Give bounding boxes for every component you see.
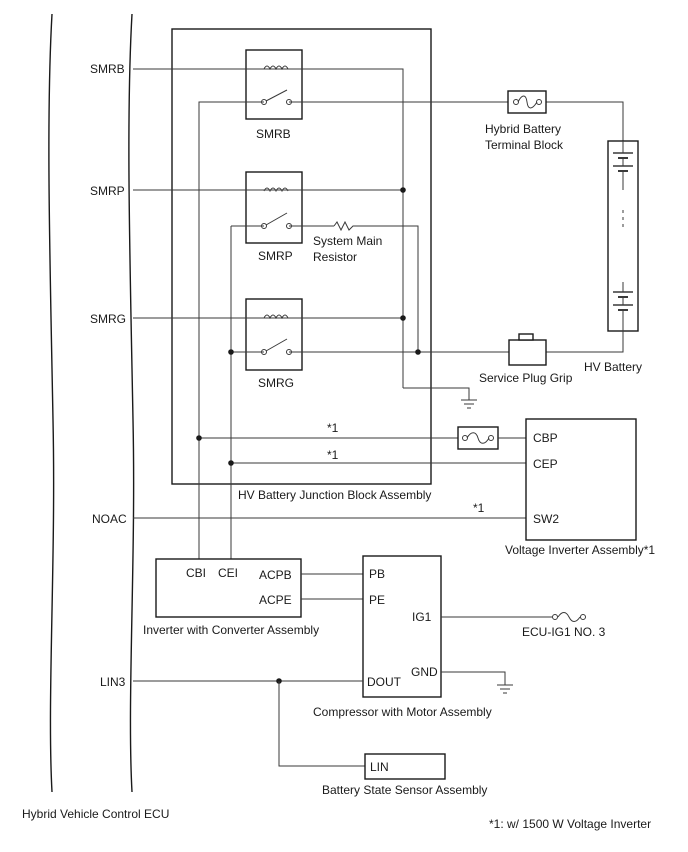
footnote: *1: w/ 1500 W Voltage Inverter — [489, 817, 651, 831]
junction-dot — [400, 187, 406, 193]
hybrid-battery-terminal-block: Hybrid Battery Terminal Block — [485, 90, 564, 152]
compressor-label: Compressor with Motor Assembly — [313, 705, 492, 719]
wire-battery-plus — [546, 101, 624, 141]
inverter-converter-assembly: CBI CEI ACPB ACPE Inverter with Converte… — [143, 558, 319, 637]
inverter-converter-label: Inverter with Converter Assembly — [143, 623, 319, 637]
voltage-inverter-label: Voltage Inverter Assembly*1 — [505, 543, 655, 557]
fuse-icon — [552, 612, 586, 622]
compressor-motor-assembly: PB PE IG1 GND DOUT Compressor with Motor… — [313, 555, 492, 719]
compressor-terminal-gnd: GND — [411, 665, 438, 679]
ecu-terminal-noac: NOAC — [92, 512, 127, 526]
battery-sensor-label: Battery State Sensor Assembly — [322, 783, 487, 797]
relay-smrb-label: SMRB — [256, 127, 291, 141]
inverter-terminal-acpe: ACPE — [259, 593, 292, 607]
ecu-terminal-smrb: SMRB — [90, 62, 125, 76]
relay-smrg-label: SMRG — [258, 376, 294, 390]
compressor-terminal-dout: DOUT — [367, 675, 402, 689]
hv-battery-label: HV Battery — [584, 360, 642, 374]
inverter-terminal-cbi: CBI — [186, 566, 206, 580]
ecu-ig1-label: ECU-IG1 NO. 3 — [522, 625, 606, 639]
compressor-terminal-pe: PE — [369, 593, 385, 607]
junction-dot — [415, 349, 421, 355]
ground-icon — [441, 671, 513, 694]
hv-battery: HV Battery — [584, 140, 642, 374]
relay-smrg: SMRG — [245, 298, 303, 390]
hybrid-battery-terminal-block-label: Hybrid Battery — [485, 122, 561, 136]
ground-icon — [403, 387, 477, 409]
compressor-terminal-pb: PB — [369, 567, 385, 581]
ecu-terminal-smrp: SMRP — [90, 184, 125, 198]
relay-smrb: SMRB — [245, 49, 303, 141]
wire-cbi-smrb — [198, 101, 264, 561]
system-main-resistor: System Main Resistor — [289, 220, 419, 352]
voltage-inverter-assembly: CBP CEP SW2 Voltage Inverter Assembly*1 — [505, 418, 655, 557]
wire-service-plug-to-battery — [546, 331, 624, 353]
ecu-terminal-lin3: LIN3 — [100, 675, 126, 689]
voltage-inverter-terminal-cep: CEP — [533, 457, 558, 471]
note-cbp: *1 — [327, 421, 339, 435]
inverter-terminal-acpb: ACPB — [259, 568, 292, 582]
note-noac: *1 — [473, 501, 485, 515]
system-main-resistor-label-line2: Resistor — [313, 250, 357, 264]
compressor-terminal-ig1: IG1 — [412, 610, 432, 624]
note-cep: *1 — [327, 448, 339, 462]
wire-smrb-coil — [133, 68, 404, 388]
voltage-inverter-terminal-sw2: SW2 — [533, 512, 559, 526]
hybrid-vehicle-control-ecu: Hybrid Vehicle Control ECU — [22, 13, 169, 821]
relay-smrp: SMRP — [245, 171, 303, 263]
junction-block-label: HV Battery Junction Block Assembly — [238, 488, 431, 502]
system-main-resistor-label: System Main — [313, 234, 382, 248]
hybrid-battery-terminal-block-label-line2: Terminal Block — [485, 138, 564, 152]
wire-lin-sensor — [278, 681, 365, 767]
voltage-inverter-terminal-cbp: CBP — [533, 431, 558, 445]
junction-dot — [228, 349, 234, 355]
battery-sensor-terminal-lin: LIN — [370, 760, 389, 774]
ecu-name-label: Hybrid Vehicle Control ECU — [22, 807, 169, 821]
ecu-terminal-smrg: SMRG — [90, 312, 126, 326]
inverter-terminal-cei: CEI — [218, 566, 238, 580]
battery-state-sensor-assembly: LIN Battery State Sensor Assembly — [322, 753, 487, 797]
relay-smrp-label: SMRP — [258, 249, 293, 263]
service-plug-grip-label: Service Plug Grip — [479, 371, 573, 385]
junction-dot — [400, 315, 406, 321]
service-plug-grip: Service Plug Grip — [479, 333, 573, 385]
junction-dot — [196, 435, 202, 441]
fuse-icon — [457, 426, 499, 450]
junction-dot — [228, 460, 234, 466]
